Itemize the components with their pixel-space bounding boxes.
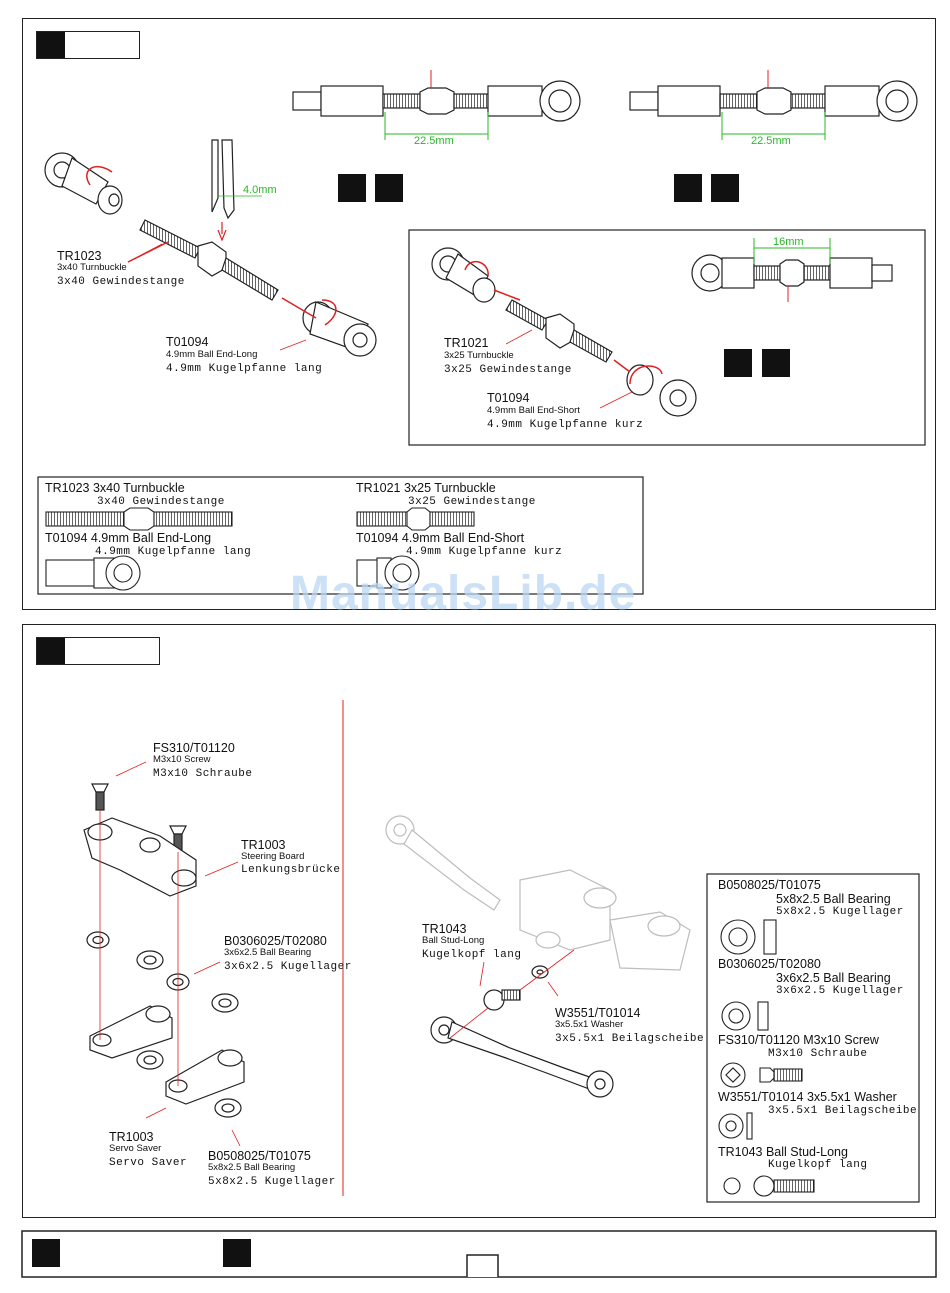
footer-strip — [21, 1230, 937, 1278]
label-tr1003-saver-code: TR1003 — [109, 1130, 154, 1144]
label-t01094-long-de: 4.9mm Kugelpfanne lang — [166, 363, 323, 375]
label-b0306-en: 3x6x2.5 Ball Bearing — [224, 947, 312, 958]
exploded-guide-lines — [99, 761, 241, 1147]
dimension-line-right — [721, 112, 826, 140]
label-fs310-en: M3x10 Screw — [153, 754, 211, 765]
label-w3551-code: W3551/T01014 — [555, 1006, 641, 1020]
label-t01094-short-de: 4.9mm Kugelpfanne kurz — [487, 419, 644, 431]
label-b0508-en: 5x8x2.5 Ball Bearing — [208, 1162, 296, 1173]
label-t01094-long-en: 4.9mm Ball End-Long — [166, 349, 258, 360]
label-b0306-de: 3x6x2.5 Kugellager — [224, 961, 352, 973]
legend-b0306-code: B0306025/T02080 — [718, 957, 821, 971]
marker-square-1 — [338, 174, 366, 202]
label-t01094-long-code: T01094 — [166, 335, 209, 349]
label-tr1021-de: 3x25 Gewindestange — [444, 364, 572, 376]
label-w3551-en: 3x5.5x1 Washer — [555, 1019, 624, 1030]
label-tr1023-de: 3x40 Gewindestange — [57, 276, 185, 288]
step-panel-bottom — [22, 624, 936, 1218]
legend-b0508-code: B0508025/T01075 — [718, 878, 821, 892]
exploded-long-turnbuckle — [44, 152, 377, 357]
legend-t01094-short-title: T01094 4.9mm Ball End-Short — [356, 531, 525, 545]
label-tr1043-code: TR1043 — [422, 922, 467, 936]
legend-b-drawings — [718, 919, 815, 1197]
dimension-label-tool: 4.0mm — [243, 184, 277, 196]
label-tr1023-en: 3x40 Turnbuckle — [57, 262, 127, 273]
legend-tr1021-title: TR1021 3x25 Turnbuckle — [356, 481, 496, 495]
label-tr1003-board-code: TR1003 — [241, 838, 286, 852]
step-number-tab-a — [36, 31, 140, 59]
legend-b0306-de: 3x6x2.5 Kugellager — [776, 985, 904, 997]
label-t01094-short-code: T01094 — [487, 391, 530, 405]
label-tr1023-code: TR1023 — [57, 249, 102, 263]
legend-b0508-de: 5x8x2.5 Kugellager — [776, 906, 904, 918]
legend-w3551-de: 3x5.5x1 Beilagscheibe — [768, 1105, 918, 1117]
label-tr1003-saver-en: Servo Saver — [109, 1143, 162, 1154]
ghost-steering-assembly — [385, 815, 691, 971]
label-tr1043-en: Ball Stud-Long — [422, 935, 485, 946]
label-b0508-de: 5x8x2.5 Kugellager — [208, 1176, 336, 1188]
legend-w3551-title: W3551/T01014 3x5.5x1 Washer — [718, 1090, 897, 1104]
label-tr1003-board-de: Lenkungsbrücke — [241, 864, 341, 876]
short-turnbuckle-inset-box — [408, 229, 926, 446]
legend-ball-end-short-drawing — [356, 555, 420, 591]
label-tr1021-en: 3x25 Turnbuckle — [444, 350, 514, 361]
exploded-short-turnbuckle — [431, 247, 697, 417]
footer-marker-left — [32, 1239, 60, 1267]
marker-square-3 — [674, 174, 702, 202]
dimension-line-short — [753, 238, 831, 264]
legend-tr1023-de: 3x40 Gewindestange — [97, 496, 225, 508]
label-fs310-de: M3x10 Schraube — [153, 768, 253, 780]
marker-square-2 — [375, 174, 403, 202]
legend-long-turnbuckle-drawing — [45, 507, 233, 531]
legend-fs310-title: FS310/T01120 M3x10 Screw — [718, 1033, 879, 1047]
marker-square-4 — [711, 174, 739, 202]
watermark: ManualsLib.de — [290, 567, 637, 620]
dimension-label-left: 22.5mm — [414, 135, 454, 147]
ball-stud-and-rod — [430, 965, 614, 1098]
label-b0508-code: B0508025/T01075 — [208, 1149, 311, 1163]
legend-tr1021-de: 3x25 Gewindestange — [408, 496, 536, 508]
legend-t01094-long-title: T01094 4.9mm Ball End-Long — [45, 531, 212, 545]
label-tr1043-de: Kugelkopf lang — [422, 949, 522, 961]
legend-b0306-en: 3x6x2.5 Ball Bearing — [776, 971, 891, 985]
step-number-tab-b — [36, 637, 160, 665]
legend-short-turnbuckle-drawing — [356, 507, 475, 531]
footer-marker-right — [223, 1239, 251, 1267]
legend-fs310-de: M3x10 Schraube — [768, 1048, 868, 1060]
legend-tr1043-de: Kugelkopf lang — [768, 1159, 868, 1171]
long-turnbuckle-assembly-top-right — [629, 80, 918, 122]
long-turnbuckle-assembly-top-left — [292, 80, 581, 122]
legend-tr1023-title: TR1023 3x40 Turnbuckle — [45, 481, 185, 495]
legend-t01094-long-de: 4.9mm Kugelpfanne lang — [95, 546, 252, 558]
legend-t01094-short-de: 4.9mm Kugelpfanne kurz — [406, 546, 563, 558]
dimension-label-short: 16mm — [773, 236, 804, 248]
label-fs310-code: FS310/T01120 — [153, 741, 235, 755]
wrench-tool — [211, 139, 235, 220]
label-tr1003-saver-de: Servo Saver — [109, 1157, 188, 1169]
label-b0306-code: B0306025/T02080 — [224, 934, 327, 948]
label-w3551-de: 3x5.5x1 Beilagscheibe — [555, 1033, 705, 1045]
exploded-steering-assembly — [83, 783, 245, 1118]
dimension-line-left — [384, 112, 489, 140]
short-turnbuckle-assembled — [691, 254, 893, 292]
step-panel-top — [22, 18, 936, 610]
parts-legend-box-b — [706, 873, 920, 1203]
dimension-label-right: 22.5mm — [751, 135, 791, 147]
rotation-arrows-short — [464, 260, 663, 385]
parts-legend-box-a — [37, 476, 644, 595]
legend-b0508-en: 5x8x2.5 Ball Bearing — [776, 892, 891, 906]
label-tr1003-board-en: Steering Board — [241, 851, 305, 862]
marker-square-6 — [762, 349, 790, 377]
legend-tr1043-title: TR1043 Ball Stud-Long — [718, 1145, 848, 1159]
label-t01094-short-en: 4.9mm Ball End-Short — [487, 405, 580, 416]
legend-ball-end-long-drawing — [45, 555, 141, 591]
label-tr1021-code: TR1021 — [444, 336, 489, 350]
marker-square-5 — [724, 349, 752, 377]
